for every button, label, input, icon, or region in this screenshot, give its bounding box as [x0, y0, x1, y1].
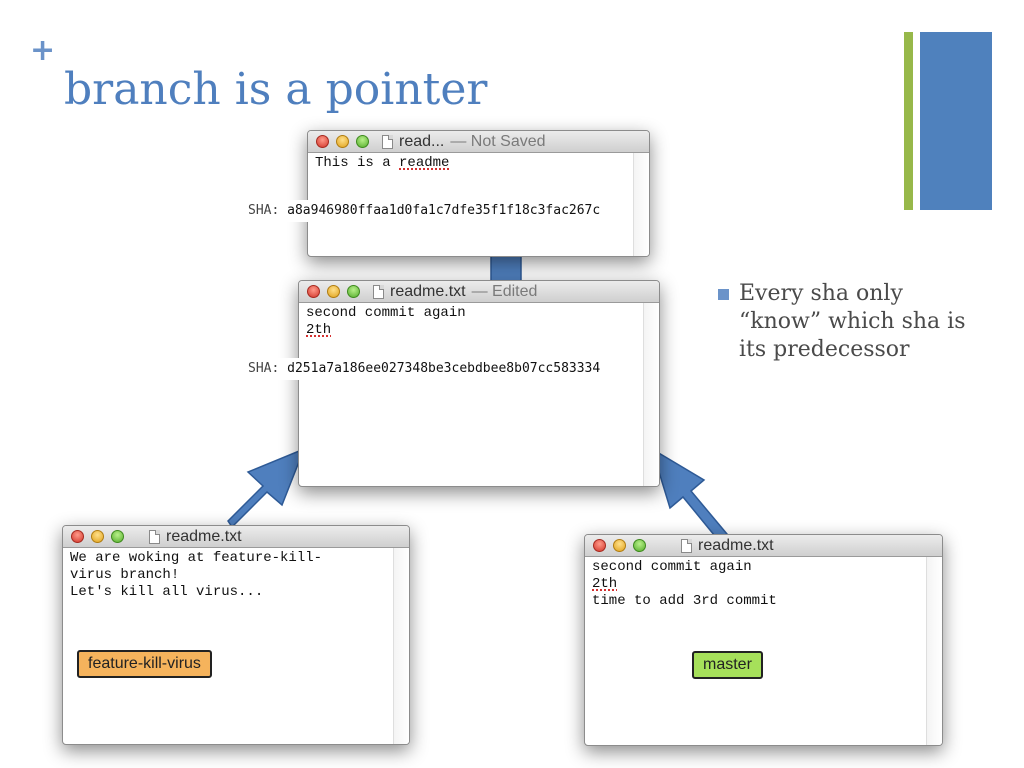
window-text-area[interactable]: This is a readme — [308, 153, 649, 172]
window-titlebar[interactable]: readme.txt — Edited — [299, 281, 659, 303]
window-scrollbar[interactable] — [643, 303, 659, 486]
bullet-text: Every sha only “know” which sha is its p… — [739, 281, 966, 362]
minimize-button-icon[interactable] — [336, 135, 349, 148]
window-titlebar[interactable]: read... — Not Saved — [308, 131, 649, 153]
minimize-button-icon[interactable] — [327, 285, 340, 298]
window-text-area[interactable]: second commit again 2th — [299, 303, 659, 339]
text-line: time to add 3rd commit — [592, 593, 777, 609]
close-button-icon[interactable] — [316, 135, 329, 148]
text-line: 2th — [592, 576, 617, 592]
window-title: readme.txt — [698, 536, 774, 554]
misspelled-word: 2th — [592, 576, 618, 592]
text-segment: second commit again — [306, 305, 466, 321]
text-segment: We are woking at feature-kill- — [70, 550, 323, 566]
window-text-area[interactable]: We are woking at feature-kill- virus bra… — [63, 548, 409, 601]
text-segment: virus branch! — [70, 567, 180, 583]
bullet-item: Every sha only “know” which sha is its p… — [718, 280, 988, 364]
sha-key: SHA: — [248, 203, 280, 218]
arrow-left-to-middle — [227, 447, 306, 529]
document-icon — [382, 134, 393, 149]
window-scrollbar[interactable] — [633, 153, 649, 256]
zoom-button-icon[interactable] — [347, 285, 360, 298]
text-line: second commit again — [306, 305, 466, 321]
close-button-icon[interactable] — [593, 539, 606, 552]
commit-window-second: readme.txt — Edited second commit again … — [298, 280, 660, 487]
sha-label-first: SHA: a8a946980ffaa1d0fa1c7dfe35f1f18c3fa… — [244, 200, 605, 222]
minimize-button-icon[interactable] — [91, 530, 104, 543]
bullet-list: Every sha only “know” which sha is its p… — [718, 280, 988, 364]
document-icon — [681, 538, 692, 553]
slide-plus-mark: + — [30, 33, 56, 68]
text-line: This is a readme — [315, 155, 449, 171]
close-button-icon[interactable] — [307, 285, 320, 298]
window-status: — Not Saved — [450, 132, 546, 150]
commit-window-first: read... — Not Saved This is a readme — [307, 130, 650, 257]
sha-value: d251a7a186ee027348be3cebdbee8b07cc583334 — [287, 361, 601, 376]
sha-value: a8a946980ffaa1d0fa1c7dfe35f1f18c3fac267c — [287, 203, 601, 218]
text-segment: second commit again — [592, 559, 752, 575]
commit-window-feature: readme.txt We are woking at feature-kill… — [62, 525, 410, 745]
window-titlebar[interactable]: readme.txt — [585, 535, 942, 557]
text-line: 2th — [306, 322, 331, 338]
text-segment: Let's kill all virus... — [70, 584, 264, 600]
window-titlebar[interactable]: readme.txt — [63, 526, 409, 548]
window-title: readme.txt — [390, 282, 466, 300]
text-line: virus branch! — [70, 567, 179, 583]
commit-window-master: readme.txt second commit again 2th time … — [584, 534, 943, 746]
text-segment: This is a — [315, 155, 400, 171]
square-bullet-icon — [718, 289, 729, 300]
text-line: second commit again — [592, 559, 752, 575]
sha-key: SHA: — [248, 361, 280, 376]
slide-title: branch is a pointer — [64, 64, 488, 115]
text-line: Let's kill all virus... — [70, 584, 263, 600]
accent-bar-blue — [920, 32, 992, 210]
text-line: We are woking at feature-kill- — [70, 550, 322, 566]
close-button-icon[interactable] — [71, 530, 84, 543]
window-scrollbar[interactable] — [926, 557, 942, 745]
window-title: read... — [399, 132, 445, 150]
minimize-button-icon[interactable] — [613, 539, 626, 552]
document-icon — [149, 529, 160, 544]
zoom-button-icon[interactable] — [356, 135, 369, 148]
misspelled-word: 2th — [306, 322, 332, 338]
zoom-button-icon[interactable] — [111, 530, 124, 543]
branch-tag-master: master — [692, 651, 763, 679]
misspelled-word: readme — [399, 155, 450, 171]
window-text-area[interactable]: second commit again 2th time to add 3rd … — [585, 557, 942, 610]
zoom-button-icon[interactable] — [633, 539, 646, 552]
accent-bar-green — [904, 32, 913, 210]
branch-tag-feature-kill-virus: feature-kill-virus — [77, 650, 212, 678]
sha-label-second: SHA: d251a7a186ee027348be3cebdbee8b07cc5… — [244, 358, 605, 380]
text-segment: time to add 3rd commit — [592, 593, 777, 609]
window-title: readme.txt — [166, 527, 242, 545]
document-icon — [373, 284, 384, 299]
arrow-right-to-middle — [650, 447, 729, 543]
window-scrollbar[interactable] — [393, 548, 409, 744]
window-status: — Edited — [471, 282, 538, 300]
